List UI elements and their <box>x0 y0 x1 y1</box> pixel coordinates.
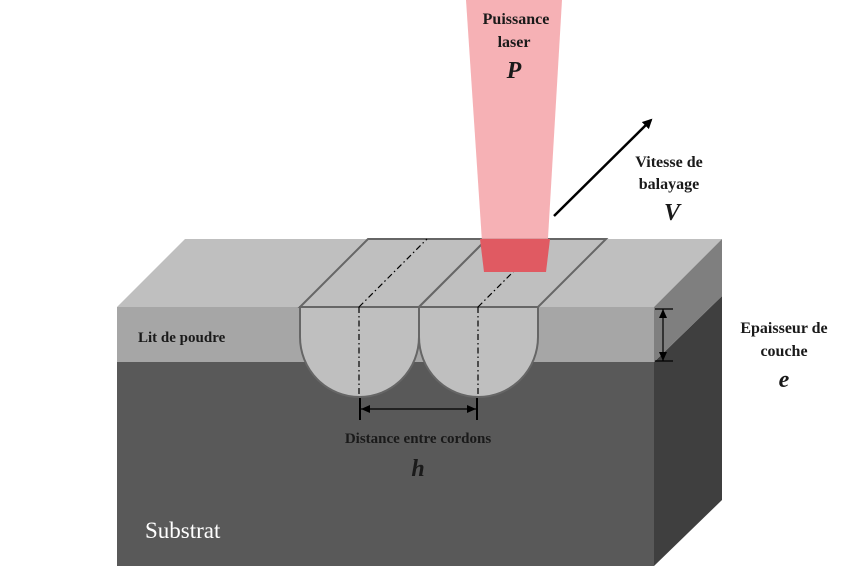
laser-power-label-line2: laser <box>498 34 531 51</box>
scan-speed-label-line2: balayage <box>639 176 699 193</box>
substrate-front <box>117 362 654 566</box>
track-centerline-1-top <box>358 238 428 308</box>
hatch-distance-label: Distance entre cordons <box>345 431 492 447</box>
substrate-side <box>654 296 722 566</box>
hatch-distance-arrowhead-right <box>467 405 476 413</box>
layer-thickness-arrowhead-bottom <box>659 352 667 361</box>
laser-beam <box>466 0 562 272</box>
layer-thickness-arrowhead-top <box>659 309 667 318</box>
scan-speed-arrow <box>553 118 653 217</box>
scan-speed-label-line1: Vitesse de <box>635 154 702 171</box>
track-centerline-2-top <box>477 238 547 308</box>
hatch-distance-symbol: h <box>411 456 424 482</box>
substrate-label: Substrat <box>145 518 221 543</box>
hatch-distance-arrowhead-left <box>361 405 370 413</box>
powder-bed-side <box>654 239 722 362</box>
laser-spot <box>480 239 550 272</box>
layer-thickness-symbol: e <box>779 367 790 393</box>
layer-thickness-label-line1: Epaisseur de <box>740 320 827 337</box>
scan-speed-symbol: V <box>664 200 682 226</box>
laser-power-symbol: P <box>506 58 522 84</box>
powder-bed-label: Lit de poudre <box>138 330 226 346</box>
layer-thickness-label-line2: couche <box>760 343 807 360</box>
laser-power-label-line1: Puissance <box>483 11 550 28</box>
